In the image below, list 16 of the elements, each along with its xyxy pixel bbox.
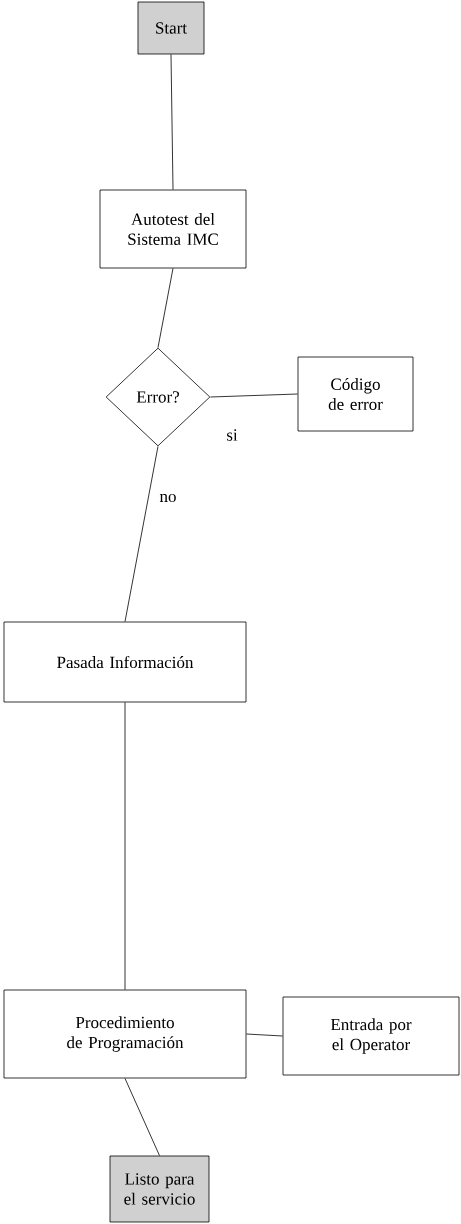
process-box: Procedimiento de Programación [3, 989, 247, 1079]
edge-label: si [225, 428, 239, 442]
connector-line [170, 54, 174, 190]
start-box: Start [137, 1, 205, 55]
connector-line [124, 1078, 160, 1156]
process-box: Pasada Información [3, 621, 247, 703]
edge-label: no [158, 492, 178, 504]
connector-line [124, 446, 159, 622]
connector-line [124, 702, 126, 990]
connector-line [246, 1033, 283, 1037]
connector-line [210, 393, 298, 398]
process-box: Código de error [297, 356, 414, 432]
process-box: Autotest del Sistema IMC [99, 189, 247, 269]
connector-line [157, 268, 174, 348]
end-box: Listo para el servicio [109, 1155, 210, 1223]
process-box: Entrada por el Operator [282, 996, 460, 1076]
